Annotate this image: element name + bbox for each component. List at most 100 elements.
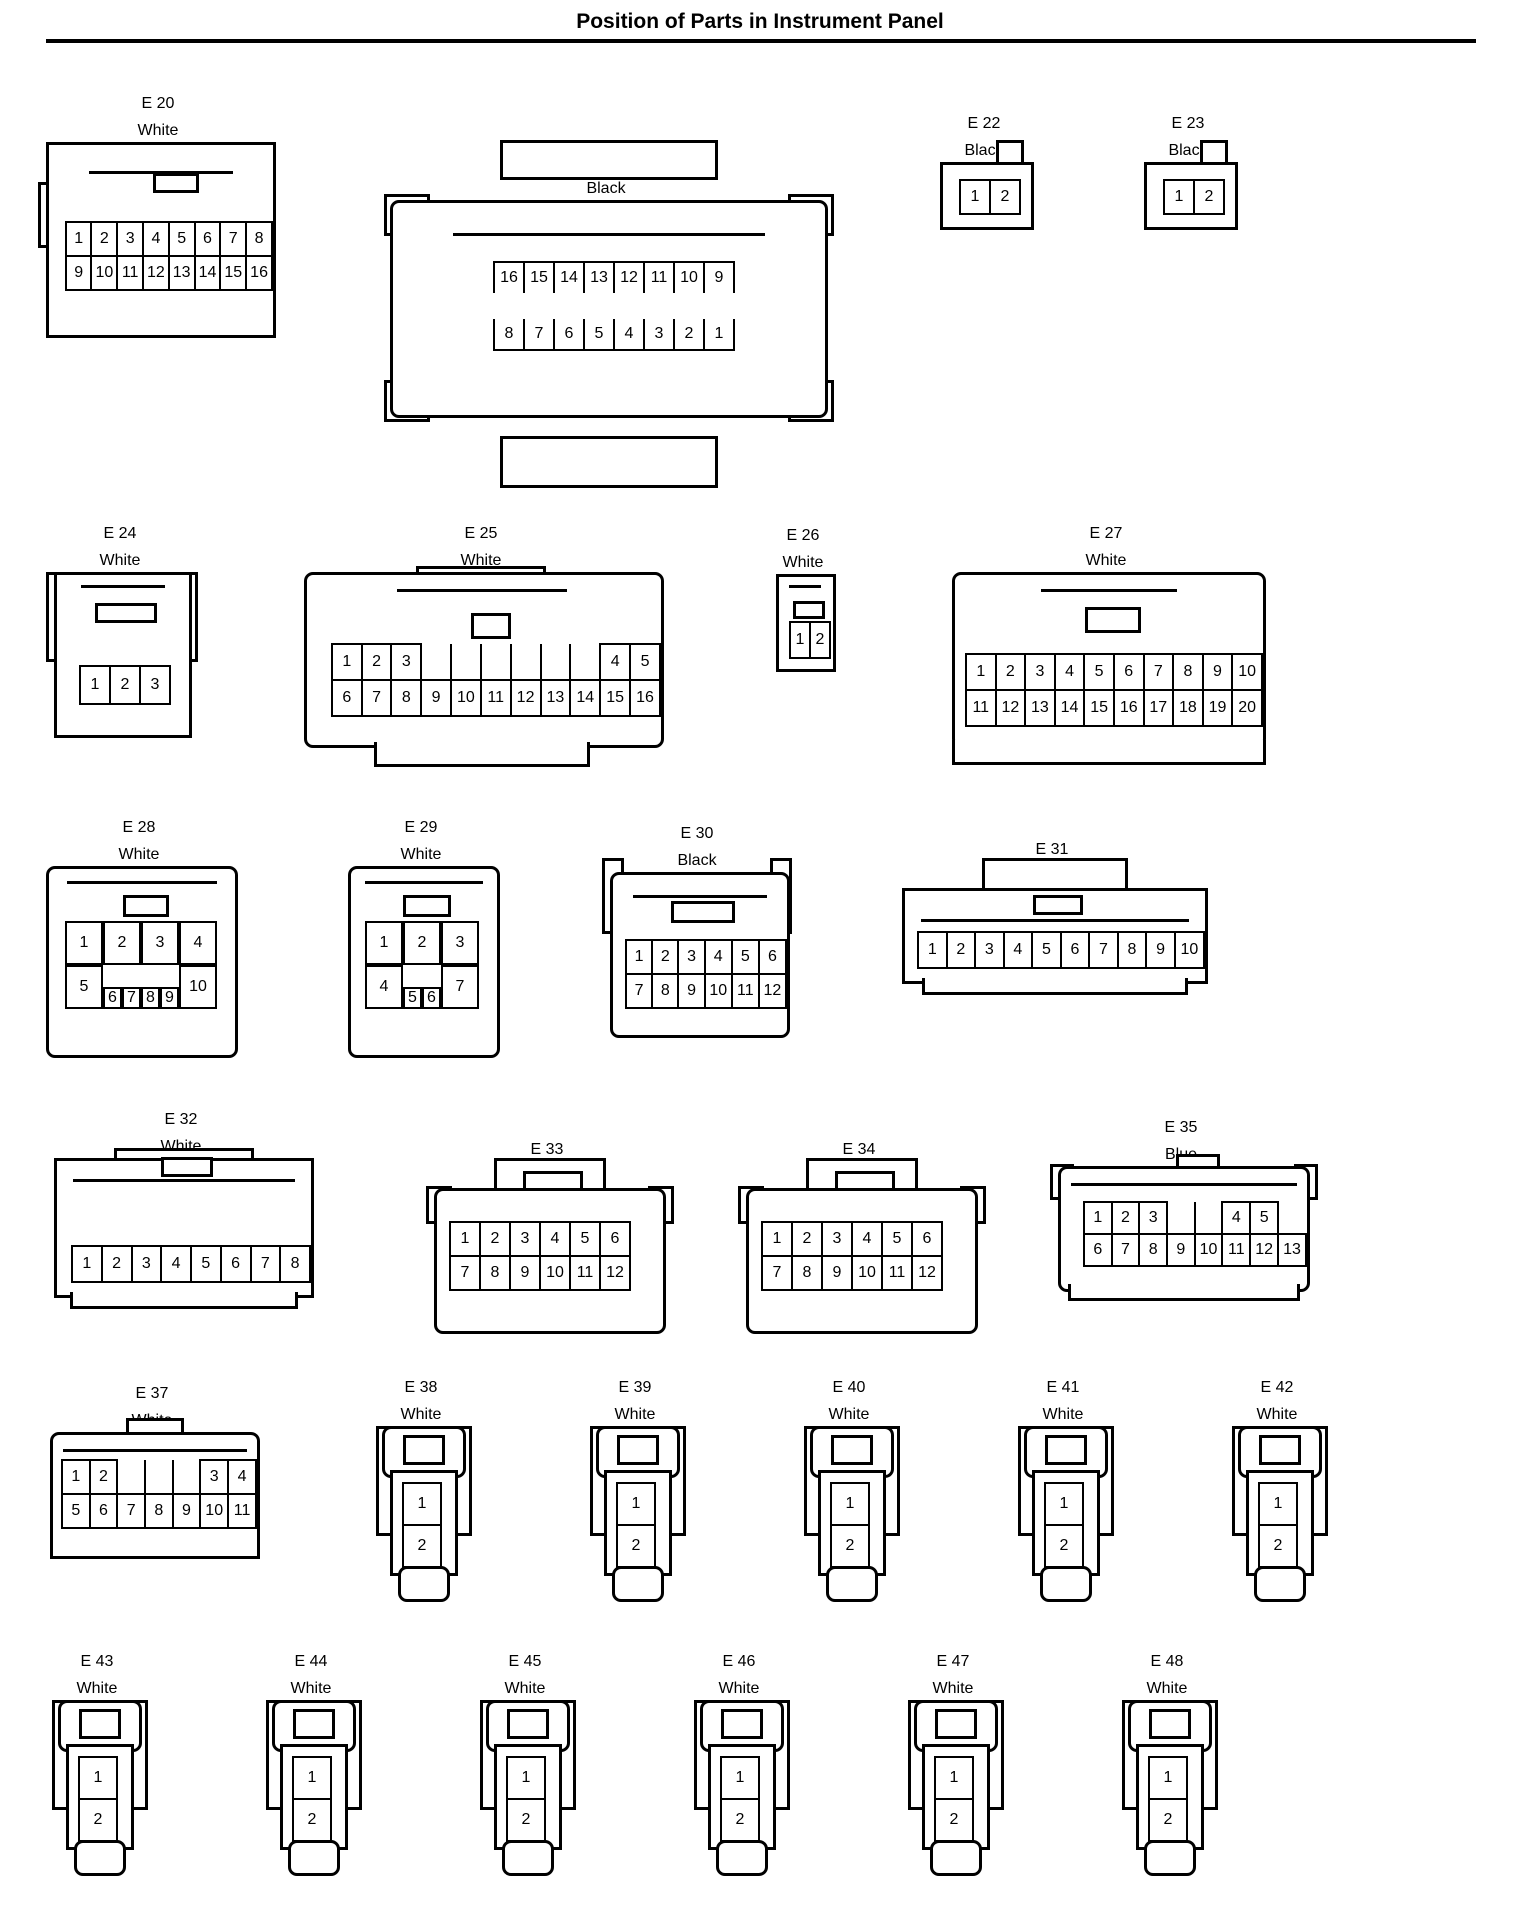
pin-20: 20 [1231, 689, 1263, 727]
connector-color: White [460, 552, 502, 569]
pin-2: 2 [88, 1459, 119, 1495]
pin-5: 5 [167, 221, 196, 257]
connector-code: E 26 [786, 527, 820, 544]
locking-key [1085, 607, 1141, 633]
pin-14: 14 [553, 261, 585, 307]
pin-2: 2 [651, 939, 680, 975]
pin-5: 5 [1031, 931, 1062, 969]
connector-code: E 38 [404, 1379, 438, 1396]
pin-2: 2 [616, 1524, 656, 1568]
pin-4: 4 [227, 1459, 257, 1495]
pin-15: 15 [523, 261, 555, 307]
pin-13: 13 [1277, 1233, 1307, 1267]
pin-15: 15 [1083, 689, 1115, 727]
locking-key [161, 1157, 213, 1177]
pin-6: 6 [757, 939, 788, 975]
pin-7: 7 [624, 973, 654, 1009]
inner-rail [73, 1179, 295, 1182]
pin-2: 2 [673, 305, 705, 351]
pin-2: 2 [791, 1221, 823, 1257]
pin-1: 1 [292, 1756, 332, 1800]
pin-16: 16 [245, 255, 273, 291]
connector-e35: E 35Blue12345678910111213 [1050, 1119, 1318, 1301]
pin-1: 1 [65, 921, 103, 965]
locking-key [507, 1709, 549, 1739]
pin-1: 1 [61, 1459, 91, 1495]
pin-10: 10 [1231, 653, 1263, 691]
pin-12: 12 [613, 261, 645, 307]
pin-10: 10 [1173, 931, 1206, 969]
locking-key [671, 901, 735, 923]
pin-11: 11 [227, 1493, 257, 1529]
pin-2: 2 [945, 931, 977, 969]
connector-tip [716, 1840, 768, 1876]
pin-10: 10 [673, 261, 705, 307]
inner-rail [1041, 589, 1177, 592]
pin-3: 3 [441, 921, 479, 965]
pin-2: 2 [479, 1221, 511, 1257]
pin-7: 7 [122, 987, 141, 1009]
pin-2: 2 [403, 921, 441, 965]
pin-2: 2 [292, 1798, 332, 1842]
locking-key [831, 1435, 873, 1465]
pin-10: 10 [539, 1255, 571, 1291]
connector-foot [70, 1292, 298, 1309]
pin-row: 1 [402, 1482, 442, 1526]
pin-3: 3 [390, 643, 423, 681]
pin-2: 2 [78, 1798, 118, 1842]
connector-code: E 34 [842, 1141, 876, 1158]
pin-1: 1 [1148, 1756, 1188, 1800]
pin-8: 8 [791, 1255, 823, 1291]
pin-row: 1 [1258, 1482, 1298, 1526]
pin-1: 1 [71, 1245, 103, 1283]
pin-4: 4 [851, 1221, 883, 1257]
locking-key [403, 895, 451, 917]
pin-4: 4 [539, 1221, 571, 1257]
connector-code: E 35 [1164, 1119, 1198, 1136]
pin-8: 8 [479, 1255, 511, 1291]
inner-rail [365, 881, 483, 884]
title-rule [46, 39, 1476, 43]
connector-code: E 23 [1171, 115, 1205, 132]
pin-5: 5 [65, 965, 103, 1009]
locking-key [403, 1435, 445, 1465]
pin-row: 1 [292, 1756, 332, 1800]
pin-3: 3 [821, 1221, 853, 1257]
pin-row: 1 [934, 1756, 974, 1800]
pin-10: 10 [199, 1493, 230, 1529]
pin-9: 9 [420, 679, 452, 717]
empty-cavity [1165, 1202, 1196, 1234]
connector-code: E 28 [122, 819, 156, 836]
pin-11: 11 [730, 973, 760, 1009]
connector-code: E 31 [1035, 841, 1069, 858]
pin-9: 9 [703, 261, 735, 307]
connector-body [1024, 1426, 1108, 1478]
pin-row: 2 [934, 1798, 974, 1842]
pin-11: 11 [479, 679, 512, 717]
page-title: Position of Parts in Instrument Panel [576, 10, 944, 33]
locking-key [793, 601, 825, 619]
connector-foot [1068, 1284, 1300, 1301]
connector-code: E 39 [618, 1379, 652, 1396]
pin-6: 6 [219, 1245, 252, 1283]
housing-tab [500, 436, 718, 488]
pin-1: 1 [79, 665, 111, 705]
pin-14: 14 [569, 679, 602, 717]
pin-1: 1 [789, 621, 811, 659]
